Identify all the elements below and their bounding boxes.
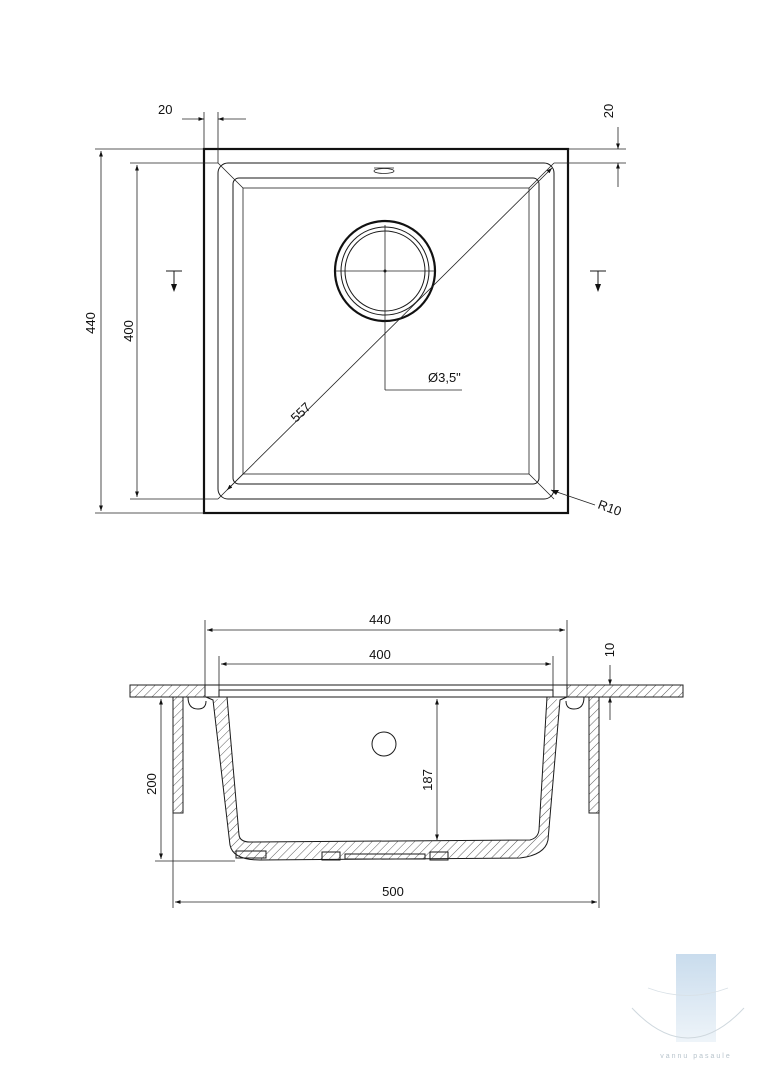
dim-flange-right-label: 20 (601, 104, 616, 118)
top-view: Ø3,5" 557 440 400 20 20 (83, 102, 626, 519)
cabinet-wall-left (172, 696, 184, 814)
dim-depth-label: 187 (420, 769, 435, 791)
dim-inner-width-label: 400 (369, 647, 391, 662)
dim-corner-radius-label: R10 (596, 497, 624, 519)
dim-diagonal-line (226, 167, 553, 491)
sink-bowl-edge (217, 162, 555, 500)
dim-outer-height-label: 440 (83, 312, 98, 334)
countertop-right (566, 684, 684, 698)
dim-inner-height-label: 400 (121, 320, 136, 342)
sink-body-section (205, 696, 568, 861)
countertop-left (129, 684, 206, 698)
section-marker-right (590, 270, 606, 292)
cabinet-wall-right (588, 696, 600, 814)
dim-cabinet-width-label: 500 (382, 884, 404, 899)
watermark-text: vannu pasaule (660, 1053, 732, 1060)
dim-cabinet-height-label: 200 (144, 773, 159, 795)
brand-watermark-logo: vannu pasaule (631, 954, 745, 1060)
overflow-hole (371, 731, 397, 757)
dim-outer-width-label: 440 (369, 612, 391, 627)
section-marker-left (166, 270, 182, 292)
sink-outer-rim (202, 147, 570, 515)
dim-thickness-label: 10 (602, 643, 617, 657)
dim-drain-label: Ø3,5" (428, 370, 461, 385)
section-view: 440 400 10 187 200 500 (129, 612, 684, 908)
dim-flange-left-label: 20 (158, 102, 172, 117)
dim-diagonal-label: 557 (288, 399, 314, 425)
